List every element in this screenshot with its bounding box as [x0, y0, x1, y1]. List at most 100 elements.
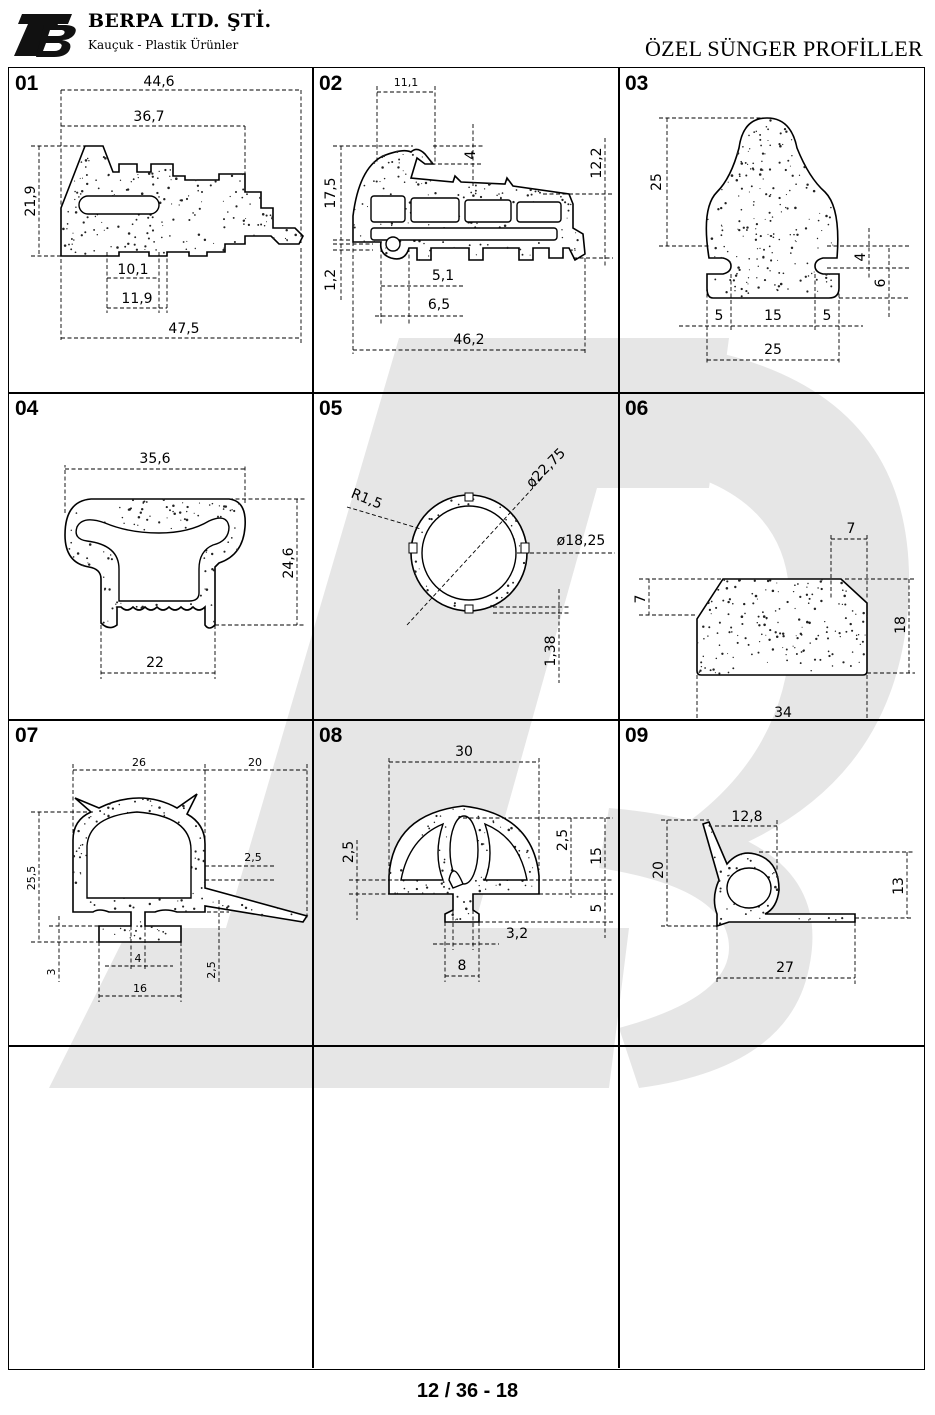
- dimension-label: 12,2: [589, 147, 605, 178]
- profile-cell-04: 04 35,6 24,6 22: [9, 393, 312, 719]
- dimension-label: 26: [132, 756, 146, 769]
- grid-divider: [9, 1045, 924, 1047]
- dimension-label: ø18,25: [557, 533, 606, 549]
- profile-drawing-02: 11,1 4 17,5 12,2 1,2 5,1 6,5: [323, 76, 613, 354]
- profile-number: 07: [15, 724, 39, 747]
- sponge-texture: [72, 798, 293, 941]
- dimension-label: 11,1: [394, 76, 419, 89]
- profile-cell-05: 05 ø22,75 R1,5 ø18,25 1,38: [313, 393, 618, 719]
- dimension-label: 15: [764, 308, 782, 324]
- dimension-label: 20: [248, 756, 262, 769]
- dimension-label: 25: [764, 342, 782, 358]
- dimension-label: 1,2: [323, 269, 339, 291]
- dimension-label: 13: [891, 877, 907, 895]
- profile-cell-06: 06 7 7 18 34: [619, 393, 924, 729]
- profile-cell-02: 02 11,1 4 17,5 12,2: [313, 68, 618, 392]
- empty-cell: [619, 1046, 924, 1368]
- profile-drawing-05: ø22,75 R1,5 ø18,25 1,38: [346, 445, 615, 683]
- sponge-texture: [352, 150, 579, 261]
- empty-cell: [9, 1046, 312, 1368]
- dimension-label: 7: [847, 521, 856, 537]
- profile-grid: 01 44,6 36,7 21,9 10,1 11,9 47,5: [8, 67, 925, 1370]
- dimension-label: 2,5: [341, 841, 357, 863]
- watermark-logo: [49, 338, 910, 1088]
- dimension-label: 5: [589, 904, 605, 913]
- dimension-label: 11,9: [121, 291, 152, 307]
- sponge-texture: [696, 579, 868, 675]
- dimension-label: 3,2: [506, 926, 528, 942]
- profile-cell-03: 03 25 4 6 5 15 5 25: [619, 68, 924, 392]
- profile-number: 06: [625, 397, 649, 420]
- dimension-label: 15: [589, 847, 605, 865]
- dimension-label: 12,8: [731, 809, 762, 825]
- page-code: 12 / 36 - 18: [416, 1380, 519, 1402]
- dimension-label: 5: [823, 308, 832, 324]
- dimension-label: 34: [774, 705, 792, 719]
- dimension-label: 24,6: [281, 547, 297, 578]
- company-name: BERPA LTD. ŞTİ.: [88, 10, 272, 32]
- dimension-label: 44,6: [143, 74, 174, 90]
- grid-divider: [9, 392, 924, 394]
- dimension-label: 4: [463, 150, 479, 159]
- profile-drawing-04: 35,6 24,6 22: [64, 451, 305, 679]
- dimension-label: 36,7: [133, 109, 164, 125]
- sponge-texture: [388, 808, 534, 921]
- dimension-label: 6: [873, 278, 889, 287]
- profile-cell-01: 01 44,6 36,7 21,9 10,1 11,9 47,5: [9, 68, 312, 392]
- dimension-label: 8: [458, 958, 467, 974]
- dimension-label: 5: [715, 308, 724, 324]
- empty-cell: [313, 1046, 618, 1368]
- profile-number: 01: [15, 72, 39, 95]
- dimension-label: 2,5: [205, 961, 218, 979]
- sponge-texture: [708, 824, 844, 925]
- profile-drawing-06: 7 7 18 34: [633, 521, 915, 729]
- dimension-label: 21,9: [23, 185, 39, 216]
- dimension-label: 18: [893, 616, 909, 634]
- sponge-texture: [62, 156, 297, 255]
- sponge-texture: [706, 119, 834, 298]
- profile-number: 09: [625, 724, 649, 747]
- page-title: ÖZEL SÜNGER PROFİLLER: [644, 36, 923, 61]
- dimension-label: 22: [146, 655, 164, 671]
- grid-divider: [9, 719, 924, 721]
- dimension-label: 27: [776, 960, 794, 976]
- dimension-label: 46,2: [453, 332, 484, 348]
- dimension-label: 2,5: [555, 829, 571, 851]
- profile-cell-09: 09 12,8 20 13 27: [619, 720, 924, 1045]
- dimension-label: 25,5: [25, 866, 38, 891]
- profile-cell-07: 07 26 20 25,5 2,5 3 4: [9, 720, 312, 1045]
- dimension-label: 20: [651, 861, 667, 879]
- profile-number: 03: [625, 72, 649, 95]
- profile-cell-08: 08 30 2,5 2,5 15 5: [313, 720, 618, 1045]
- profile-drawing-09: 12,8 20 13 27: [651, 809, 913, 984]
- berpa-b-logo-icon: [14, 14, 76, 57]
- dimension-label: 5,1: [432, 268, 454, 284]
- dimension-label: 17,5: [323, 177, 339, 208]
- sponge-texture: [68, 498, 240, 624]
- dimension-label: 47,5: [168, 321, 199, 337]
- profile-drawing-08: 30 2,5 2,5 15 5 3,2 8: [341, 744, 613, 982]
- dimension-label: 4: [853, 252, 869, 261]
- profile-drawing-03: 25 4 6 5 15 5 25: [649, 117, 909, 364]
- dimension-label: 35,6: [139, 451, 170, 467]
- page-header: BERPA LTD. ŞTİ. Kauçuk - Plastik Ürünler…: [0, 0, 935, 66]
- profile-number: 04: [15, 397, 39, 420]
- dimension-label: 7: [633, 595, 649, 604]
- dimension-label: 16: [133, 982, 147, 995]
- dimension-label: ø22,75: [523, 445, 569, 491]
- grid-divider: [618, 68, 620, 1368]
- profile-drawing-07: 26 20 25,5 2,5 3 4 2,5 16: [25, 756, 309, 1002]
- profile-drawing-01: 44,6 36,7 21,9 10,1 11,9 47,5: [23, 74, 304, 344]
- grid-divider: [312, 68, 314, 1368]
- company-subtitle: Kauçuk - Plastik Ürünler: [88, 38, 239, 52]
- dimension-label: 2,5: [244, 851, 262, 864]
- dimension-label: 10,1: [117, 262, 148, 278]
- dimension-label: 3: [45, 969, 58, 976]
- sponge-texture: [414, 498, 526, 607]
- profile-number: 02: [319, 72, 343, 95]
- dimension-label: 1,38: [543, 635, 559, 666]
- dimension-label: 4: [135, 952, 142, 965]
- profile-number: 05: [319, 397, 343, 420]
- dimension-label: 25: [649, 173, 665, 191]
- dimension-label: 6,5: [428, 297, 450, 313]
